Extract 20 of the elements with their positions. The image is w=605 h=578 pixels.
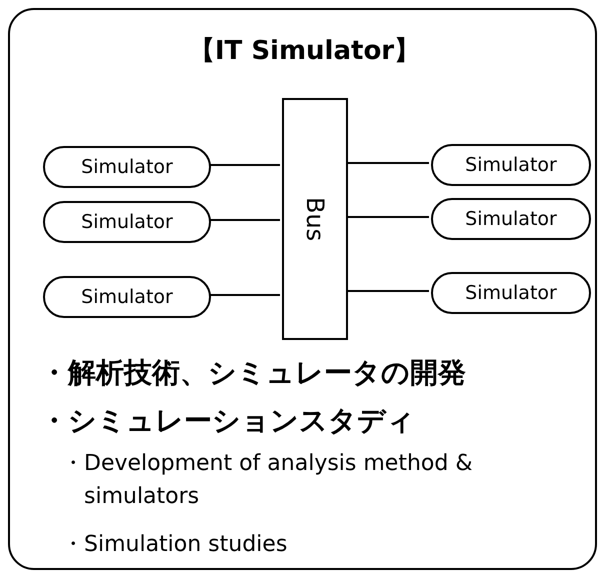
bullet-text: ・Development of analysis method & simulators <box>62 450 474 511</box>
connector-line <box>209 219 280 221</box>
bullet-text: ・Simulation studies <box>62 531 288 559</box>
simulator-box: Simulator <box>431 198 591 240</box>
bullet-text: ・解析技術、シミュレータの開発 <box>40 355 467 391</box>
connector-line <box>209 294 280 296</box>
panel <box>8 8 597 570</box>
title-text: 【IT Simulator】 <box>188 35 422 68</box>
connector-line <box>209 164 280 166</box>
connector-line <box>346 162 429 164</box>
simulator-box: Simulator <box>43 146 211 188</box>
simulator-box: Simulator <box>43 201 211 243</box>
connector-line <box>346 216 429 218</box>
simulator-box: Simulator <box>431 144 591 186</box>
simulator-box: Simulator <box>43 276 211 318</box>
bus-box <box>282 98 348 340</box>
simulator-box: Simulator <box>431 272 591 314</box>
connector-line <box>346 290 429 292</box>
bullet-text: ・シミュレーションスタディ <box>40 403 416 439</box>
bus-label: Bus <box>301 196 329 242</box>
